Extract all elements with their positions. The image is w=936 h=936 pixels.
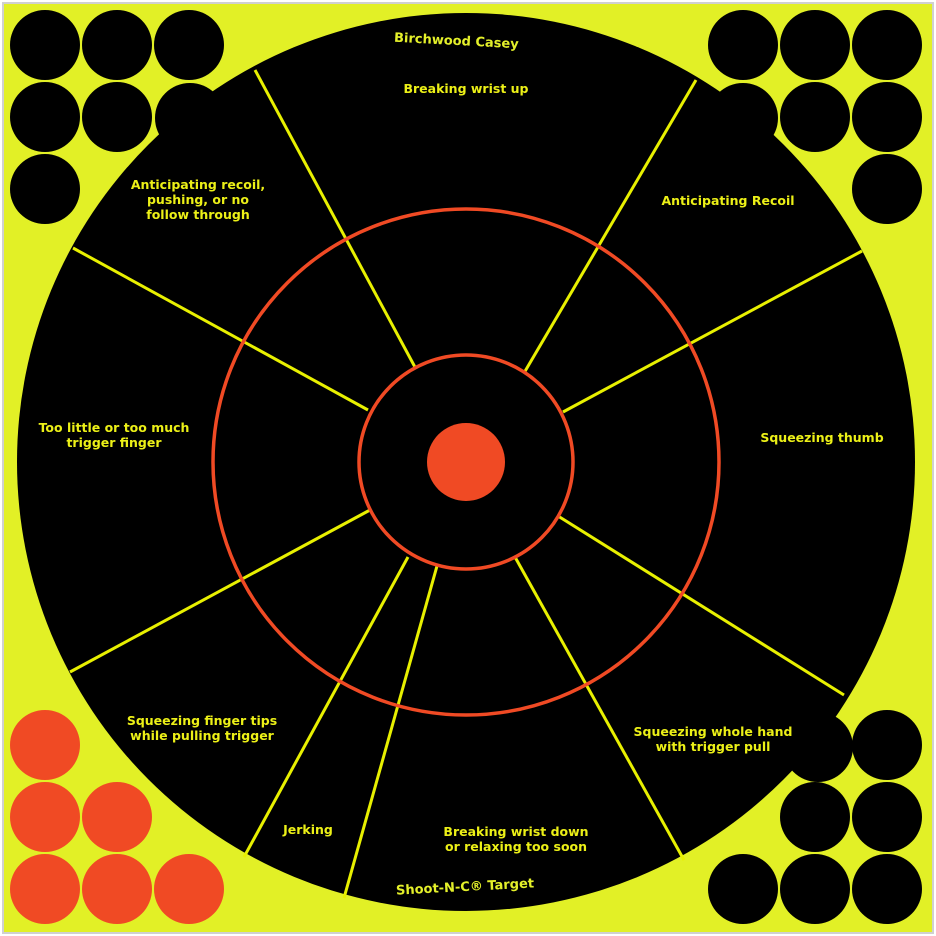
segment-label-top-left: Anticipating recoil, pushing, or no foll…: [98, 177, 298, 222]
segment-label-line: or relaxing too soon: [444, 839, 588, 854]
paster: [82, 10, 152, 80]
segment-label-line: Squeezing thumb: [760, 430, 884, 445]
divider-line: [69, 508, 371, 674]
segment-label-line: Squeezing finger tips: [126, 713, 278, 728]
segment-label-line: Anticipating recoil,: [130, 177, 266, 192]
paster: [82, 854, 152, 924]
pasters-top-left: [10, 10, 225, 224]
paster: [10, 710, 80, 780]
paster: [852, 10, 922, 80]
paster: [10, 82, 80, 152]
paster: [852, 82, 922, 152]
segment-label-line: Breaking wrist up: [403, 81, 529, 96]
segment-label-line: with trigger pull: [655, 739, 771, 754]
outer-ring: [211, 207, 721, 717]
paster: [852, 854, 922, 924]
segment-label-line: Jerking: [283, 822, 333, 837]
paster: [10, 154, 80, 224]
paster: [852, 710, 922, 780]
paster: [10, 854, 80, 924]
segment-label-bottom-left-narrow: Jerking: [258, 822, 358, 837]
divider-line: [253, 69, 418, 370]
segment-label-line: while pulling trigger: [130, 728, 274, 743]
segment-label-line: follow through: [146, 207, 250, 222]
segment-label-top-right: Anticipating Recoil: [628, 193, 828, 208]
segment-label-line: pushing, or no: [146, 192, 249, 207]
paster: [780, 10, 850, 80]
segment-label-bottom-right: Squeezing whole hand with trigger pull: [613, 724, 813, 754]
segment-label-bottom: Breaking wrist down or relaxing too soon: [416, 824, 616, 854]
divider-line: [72, 246, 369, 412]
segment-label-top: Breaking wrist up: [366, 81, 566, 96]
bullseye: [427, 423, 505, 501]
segment-label-bottom-left: Squeezing finger tips while pulling trig…: [102, 713, 302, 743]
paster: [780, 82, 850, 152]
segment-label-line: Too little or too much: [38, 420, 190, 435]
divider-line: [342, 565, 439, 899]
segment-label-line: Anticipating Recoil: [661, 193, 795, 208]
paster: [852, 782, 922, 852]
paster: [852, 154, 922, 224]
paster: [10, 10, 80, 80]
segment-dividers: [69, 69, 863, 899]
segment-label-line: Squeezing whole hand: [633, 724, 793, 739]
segment-label-line: Breaking wrist down: [443, 824, 589, 839]
paster: [82, 782, 152, 852]
paster: [780, 854, 850, 924]
paster: [708, 854, 778, 924]
segment-label-line: trigger finger: [66, 435, 162, 450]
paster: [154, 10, 224, 80]
divider-line: [557, 514, 845, 697]
segment-label-left: Too little or too much trigger finger: [14, 420, 214, 450]
paster: [708, 10, 778, 80]
divider-line: [522, 79, 698, 374]
paster: [82, 82, 152, 152]
segment-label-right: Squeezing thumb: [722, 430, 922, 445]
divider-line: [562, 249, 863, 414]
paster: [780, 782, 850, 852]
divider-line: [242, 556, 410, 858]
pasters-bottom-left: [10, 710, 224, 924]
inner-ring: [357, 353, 575, 571]
paster: [154, 854, 224, 924]
paster: [10, 782, 80, 852]
divider-line: [513, 556, 686, 861]
pasters-bottom-right: [708, 710, 922, 924]
